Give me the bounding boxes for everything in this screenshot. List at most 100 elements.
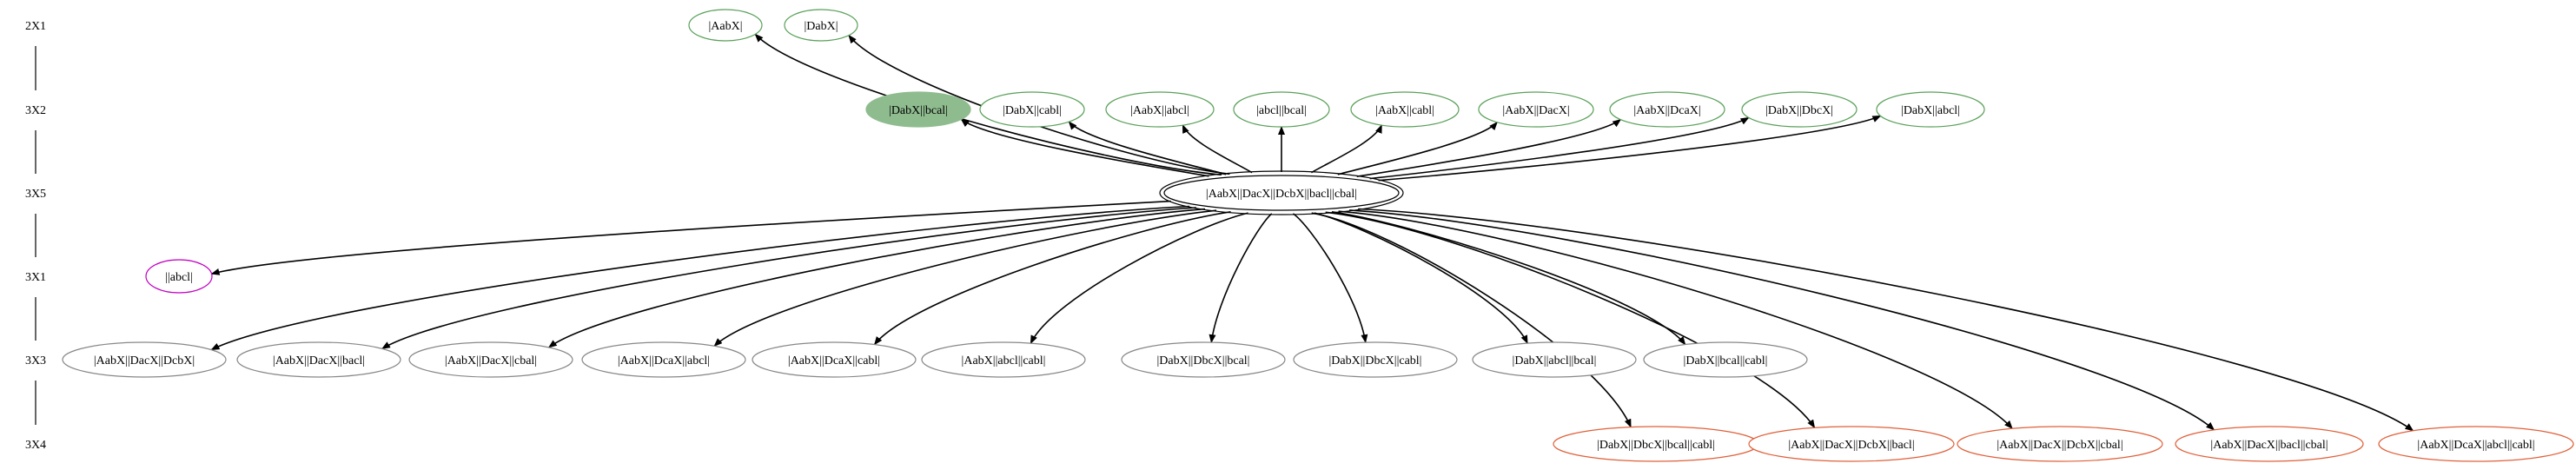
node-shape xyxy=(865,91,971,128)
node-r3-3: |AabX||DacX||cbal| xyxy=(408,341,573,378)
node-r3-4: |AabX||DcaX||abcl| xyxy=(581,341,746,378)
node-shape xyxy=(2175,426,2364,462)
node-r3-9: |DabX||abcl||bcal| xyxy=(1472,341,1637,378)
node-label: ||abcl| xyxy=(165,271,193,284)
edge-n_center-to-n_aabx_abcl xyxy=(1182,124,1253,174)
node-label: |AabX||DacX||DcbX||cbal| xyxy=(1997,439,2122,452)
node-outer-ring xyxy=(1159,170,1404,215)
node-label: |DabX||abcl||bcal| xyxy=(1513,354,1597,367)
node-n-dabx-cabl: |DabX||cabl| xyxy=(979,91,1085,128)
edge-n_center-to-r3_1 xyxy=(210,205,1190,351)
node-label: |DabX||DbcX||bcal| xyxy=(1156,354,1249,367)
node-label: |AabX||DacX||DcbX||bacl||cbal| xyxy=(1206,188,1357,201)
edge-n_center-to-n_dabx_abcl xyxy=(1378,115,1882,182)
node-r4-2: |AabX||DacX||DcbX||bacl| xyxy=(1748,426,1955,462)
node-n-center: |AabX||DacX||DcbX||bacl||cbal| xyxy=(1159,170,1404,215)
node-label: |AabX| xyxy=(708,20,742,33)
edge-layer xyxy=(210,33,2414,432)
edge-n_center-to-n_dabx_cabl xyxy=(1068,121,1227,175)
node-label: |DabX||DbcX| xyxy=(1765,104,1833,117)
node-r3-1: |AabX||DacX||DcbX| xyxy=(62,341,227,378)
node-shape xyxy=(581,341,746,378)
node-label: |DabX||cabl| xyxy=(1003,104,1062,117)
node-shape xyxy=(1163,175,1400,211)
edge-n_center-to-r4_5 xyxy=(1358,208,2414,432)
node-n-dabx-bcal: |DabX||bcal| xyxy=(865,91,971,128)
rank-label-2x1: 2X1 xyxy=(25,20,46,33)
node-r3-10: |DabX||bcal||cabl| xyxy=(1643,341,1808,378)
node-r3-7: |DabX||DbcX||bcal| xyxy=(1121,341,1286,378)
node-label: |DabX| xyxy=(804,20,838,33)
edge-n_center-to-n_dabx_bcal xyxy=(960,118,1209,177)
node-shape xyxy=(1350,91,1460,128)
node-shape xyxy=(979,91,1085,128)
node-shape xyxy=(1478,91,1594,128)
node-r3-5: |AabX||DcaX||cabl| xyxy=(752,341,917,378)
node-shape xyxy=(1748,426,1955,462)
node-r3-8: |DabX||DbcX||cabl| xyxy=(1293,341,1458,378)
node-label: |AabX||cabl| xyxy=(1375,104,1434,117)
node-label: |DabX||DbcX||bcal||cabl| xyxy=(1597,439,1715,452)
edge-n_center-to-r3_10 xyxy=(1331,211,1686,346)
node-shape xyxy=(145,259,213,294)
edge-n_center-to-r3_2 xyxy=(381,207,1196,350)
node-shape xyxy=(1957,426,2163,462)
node-shape xyxy=(2378,426,2574,462)
node-shape xyxy=(1121,341,1286,378)
node-shape xyxy=(688,9,763,42)
edge-n_center-to-r3_4 xyxy=(713,209,1217,347)
node-label: |AabX||DcaX||abcl| xyxy=(618,354,710,367)
node-shape xyxy=(1472,341,1637,378)
edge-n_center-to-r3_7 xyxy=(1209,213,1273,344)
node-shape xyxy=(1643,341,1808,378)
edge-n_center-to-r3_5 xyxy=(873,211,1231,346)
node-r3-6: |AabX||abcl||cabl| xyxy=(921,341,1086,378)
node-shape xyxy=(1876,91,1985,128)
edge-n_center-to-n_aabx_dcax xyxy=(1356,118,1622,177)
rank-label-3x3: 3X3 xyxy=(25,354,46,367)
rank-label-3x2: 3X2 xyxy=(25,104,46,117)
node-shape xyxy=(1293,341,1458,378)
node-label: |AabX||DcaX||abcl||cabl| xyxy=(2417,439,2534,452)
edge-n_center-to-r3_8 xyxy=(1292,213,1368,344)
edge-n_center-to-n_aabx_dacx xyxy=(1337,121,1498,175)
rank-label-3x5: 3X5 xyxy=(25,188,46,201)
node-shape xyxy=(408,341,573,378)
node-shape xyxy=(62,341,227,378)
node-label: |AabX||DacX||cbal| xyxy=(445,354,537,367)
edge-n_center-to-n_abcl xyxy=(210,200,1171,275)
node-n-dabx-abcl: |DabX||abcl| xyxy=(1876,91,1985,128)
node-label: |DabX||bcal||cabl| xyxy=(1684,354,1768,367)
node-shape xyxy=(921,341,1086,378)
rank-axis: 2X1 3X2 3X5 3X1 3X3 3X4 xyxy=(25,20,46,452)
rank-label-3x4: 3X4 xyxy=(25,439,46,452)
node-layer: |AabX| |DabX| |DabX||bcal| |DabX||cabl| |Aab… xyxy=(62,9,2574,462)
node-shape xyxy=(1741,91,1858,128)
node-n-abcl: ||abcl| xyxy=(145,259,213,294)
edge-n_center-to-r3_6 xyxy=(1030,212,1248,345)
edge-n_center-to-r3_3 xyxy=(547,208,1206,348)
node-label: |AabX||DacX||DcbX||bacl| xyxy=(1788,439,1914,452)
node-n-dabx-dbcx: |DabX||DbcX| xyxy=(1741,91,1858,128)
node-label: |AabX||DacX||DcbX| xyxy=(94,354,195,367)
node-n-abcl-bcal: |abcl||bcal| xyxy=(1233,91,1330,128)
node-n-aabx-dcax: |AabX||DcaX| xyxy=(1609,91,1725,128)
node-label: |AabX||DcaX||cabl| xyxy=(788,354,880,367)
node-shape xyxy=(1233,91,1330,128)
node-r4-1: |DabX||DbcX||bcal||cabl| xyxy=(1553,426,1759,462)
node-label: |AabX||abcl||cabl| xyxy=(962,354,1046,367)
node-r4-3: |AabX||DacX||DcbX||cbal| xyxy=(1957,426,2163,462)
node-label: |abcl||bcal| xyxy=(1256,104,1307,117)
edge-n_center-to-r4_2 xyxy=(1325,211,1816,429)
node-label: |AabX||DcaX| xyxy=(1633,104,1700,117)
rank-label-3x1: 3X1 xyxy=(25,271,46,284)
node-label: |AabX||DacX| xyxy=(1502,104,1569,117)
node-r4-5: |AabX||DcaX||abcl||cabl| xyxy=(2378,426,2574,462)
edge-n_center-to-r3_9 xyxy=(1314,212,1528,345)
node-label: |AabX||DacX||bacl| xyxy=(273,354,365,367)
edge-n_center-to-r4_1 xyxy=(1311,212,1632,428)
node-label: |DabX||DbcX||cabl| xyxy=(1328,354,1421,367)
node-shape xyxy=(236,341,401,378)
node-label: |DabX||bcal| xyxy=(889,104,948,117)
